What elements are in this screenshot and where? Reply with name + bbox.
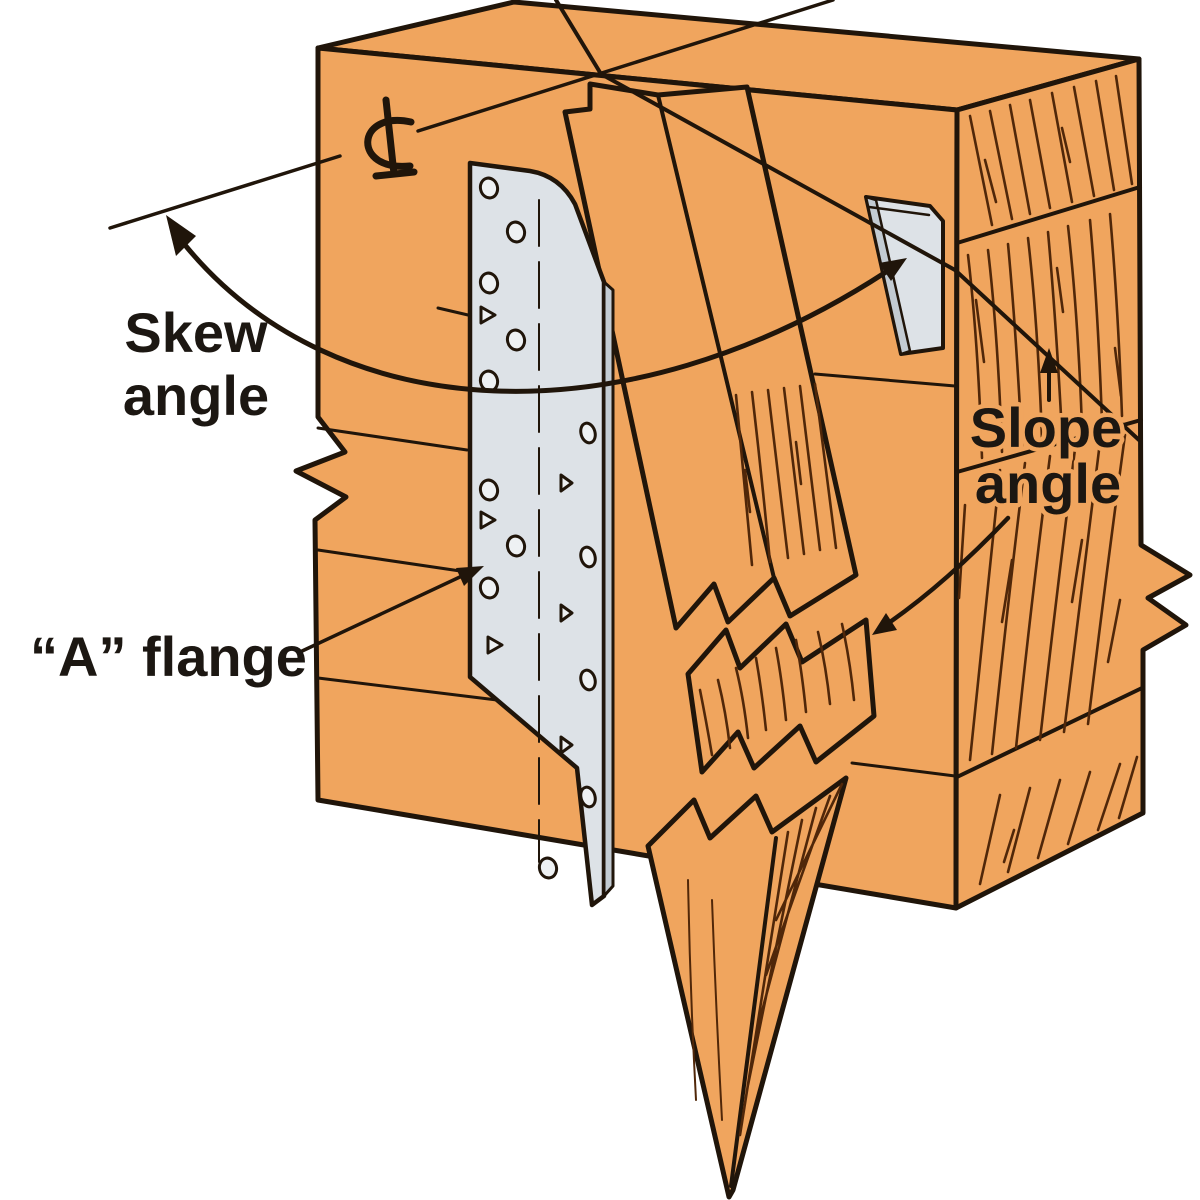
slope-curved-arrowhead-icon	[872, 613, 897, 635]
end-grain-hatch-band-b	[966, 212, 1124, 460]
header-face-grain-lines	[316, 306, 957, 778]
nail-hole	[478, 176, 500, 200]
nail-hole	[579, 421, 597, 445]
skew-angle-label-line1: Skew	[124, 301, 268, 364]
centerline-reference	[108, 0, 1141, 442]
nail-hole	[579, 785, 597, 809]
a-flange-edge-strip	[602, 280, 615, 898]
joist-hanger-a-flange	[467, 160, 615, 908]
a-flange-plate	[467, 160, 607, 908]
nail-hole	[537, 856, 559, 880]
joist-lower-face-grain	[687, 879, 723, 1121]
slope-curved-arrow	[887, 515, 1011, 625]
nail-tab-icon	[479, 305, 497, 325]
nail-hole	[478, 478, 500, 502]
joist-lower-segment	[645, 775, 849, 1200]
joist-lower-arris	[729, 836, 778, 1188]
joist-break-middle-chunk	[685, 617, 877, 775]
skew-angle-label-line2: angle	[123, 364, 269, 427]
skew-angle-annotation: Skew angle	[123, 215, 907, 427]
nail-hole	[478, 576, 500, 600]
joist-lower-side-grain	[738, 782, 844, 1137]
nail-tab-icon	[479, 510, 497, 530]
nail-hole	[505, 534, 527, 558]
a-flange-leader-line	[298, 574, 464, 654]
nail-hole	[505, 220, 527, 244]
skewed-joist-centerline	[599, 72, 1141, 442]
nail-hole	[579, 668, 597, 692]
nail-hole	[579, 545, 597, 569]
slope-angle-label-line2: angle	[975, 452, 1121, 515]
end-grain-hatch-band-a	[968, 74, 1134, 227]
a-flange-annotation: “A” flange	[30, 566, 484, 688]
nail-tab-icon	[559, 603, 574, 623]
nail-tab-icon	[486, 635, 504, 655]
joist-middle-chunk-grain	[698, 622, 856, 757]
nail-hole	[478, 271, 500, 295]
end-grain-band-boundaries	[955, 185, 1144, 779]
centerline-symbol-icon	[364, 96, 418, 180]
skew-angle-arc	[182, 242, 889, 394]
skew-arc-arrowhead-right-icon	[879, 258, 907, 281]
nail-tab-icon	[559, 473, 574, 493]
a-flange-nail-holes	[478, 176, 597, 880]
end-grain-hatch-band-c	[957, 433, 1127, 762]
unskewed-reference-line	[108, 0, 835, 230]
slope-up-arrowhead-icon	[1040, 348, 1058, 373]
header-end-grain-face	[953, 56, 1193, 911]
slope-angle-annotation: Slope angle	[872, 348, 1127, 635]
end-grain-hatch-band-d	[978, 755, 1139, 886]
centerline-top-extension	[554, 0, 603, 76]
far-flange-top-edge-line	[867, 205, 931, 217]
joist-upper-arris	[656, 93, 776, 580]
nail-tab-icon	[559, 735, 574, 755]
joist-upper-side-grain	[734, 382, 838, 567]
slope-angle-label-line1: Slope	[970, 396, 1122, 459]
a-flange-leader-arrowhead-icon	[456, 566, 484, 586]
a-flange-label: “A” flange	[30, 625, 307, 688]
nail-hole	[505, 328, 527, 352]
a-flange-nail-tabs	[479, 305, 574, 755]
skew-arc-arrowhead-left-icon	[166, 215, 196, 256]
